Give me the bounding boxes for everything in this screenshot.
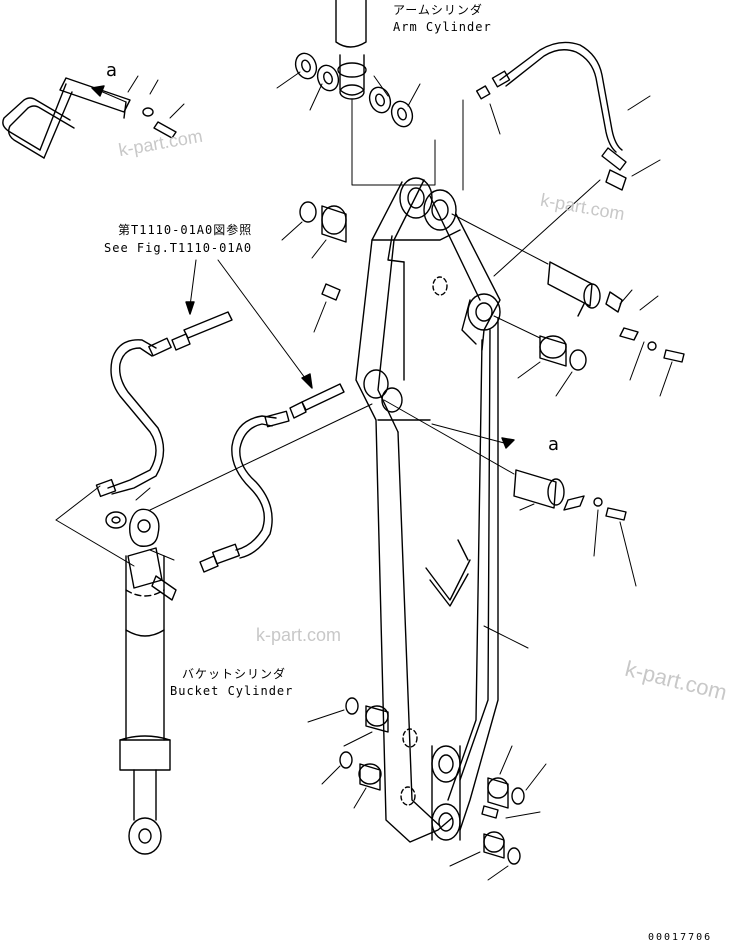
arrow-icon (91, 85, 127, 103)
pin-holder (2, 75, 185, 159)
drawing-number: 00017706 (648, 932, 713, 943)
grease-hose (475, 41, 661, 191)
bucket-cylinder (55, 403, 373, 855)
reference-leaders (185, 259, 313, 389)
watermark: k-part.com (256, 625, 342, 645)
arm-cylinder-label-jp: アームシリンダ (393, 3, 483, 17)
bucket-cylinder-label-jp: バケットシリンダ (182, 667, 287, 681)
arm-cylinder-washers (276, 52, 421, 128)
arrow-icon (501, 437, 515, 449)
ref-mark-top: a (106, 60, 118, 81)
arm-cylinder (335, 0, 367, 100)
ref-mark-mid: a (548, 434, 560, 455)
see-fig-label-en: See Fig.T1110-01A0 (104, 241, 253, 255)
arm-body (355, 177, 529, 843)
pins-bushings (281, 201, 685, 881)
bucket-cylinder-label-en: Bucket Cylinder (170, 684, 294, 698)
see-fig-label-jp: 第T1110-01A0図参照 (118, 223, 253, 237)
arm-cylinder-label-en: Arm Cylinder (393, 20, 492, 34)
bucket-cylinder-hoses (95, 311, 345, 573)
